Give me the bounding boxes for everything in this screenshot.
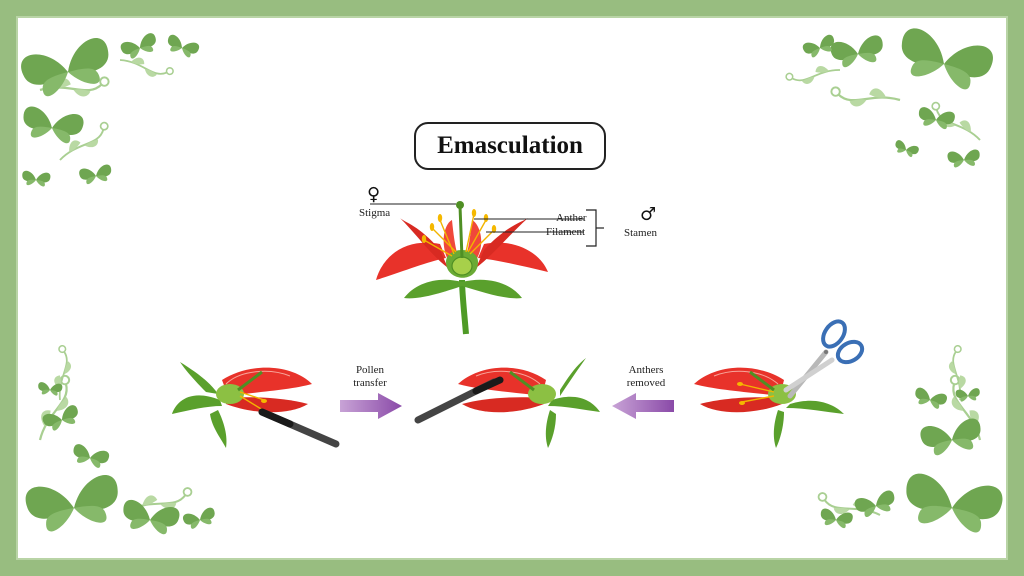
male-symbol-icon: ♂ bbox=[640, 204, 657, 225]
butterfly-icon bbox=[894, 25, 996, 95]
female-symbol-icon: ♀ bbox=[367, 184, 381, 205]
label-anthers-removed-line2: removed bbox=[626, 377, 666, 389]
butterfly-icon bbox=[23, 473, 124, 535]
label-stigma: Stigma bbox=[359, 207, 391, 219]
butterfly-icon bbox=[853, 489, 898, 520]
butterfly-icon bbox=[900, 471, 1005, 537]
slide-canvas bbox=[16, 16, 1008, 560]
corner-ornament-top-left bbox=[18, 31, 201, 188]
butterfly-icon bbox=[164, 33, 201, 60]
label-pollen-transfer-line2: transfer bbox=[353, 377, 387, 389]
butterfly-icon bbox=[18, 35, 116, 102]
flower-anatomy bbox=[370, 201, 604, 335]
butterfly-icon bbox=[37, 381, 63, 397]
title-box: Emasculation bbox=[414, 122, 606, 170]
butterfly-icon bbox=[20, 105, 85, 146]
corner-ornament-bottom-right bbox=[815, 344, 1005, 537]
flower-pollinated bbox=[172, 362, 340, 448]
butterfly-icon bbox=[912, 386, 949, 411]
butterfly-icon bbox=[119, 31, 160, 62]
butterfly-icon bbox=[892, 139, 920, 159]
label-pollen-transfer: Pollen transfer bbox=[340, 364, 400, 390]
label-anther: Anther bbox=[556, 212, 587, 224]
label-stamen: Stamen bbox=[624, 227, 657, 239]
butterfly-icon bbox=[181, 506, 218, 531]
butterfly-icon bbox=[955, 387, 981, 403]
butterfly-icon bbox=[78, 163, 114, 186]
butterfly-icon bbox=[919, 417, 984, 458]
butterfly-icon bbox=[829, 34, 886, 70]
label-anthers-removed: Anthers removed bbox=[614, 364, 678, 390]
butterfly-icon bbox=[947, 149, 981, 169]
label-anthers-removed-line1: Anthers bbox=[628, 364, 664, 376]
butterfly-icon bbox=[70, 442, 111, 470]
scissors-icon bbox=[783, 319, 865, 399]
arrow-left-icon bbox=[612, 393, 674, 419]
page-title: Emasculation bbox=[437, 132, 583, 159]
arrow-right-icon bbox=[340, 393, 402, 419]
butterfly-icon bbox=[21, 170, 51, 188]
corner-ornament-bottom-left bbox=[23, 344, 218, 537]
label-filament: Filament bbox=[546, 226, 586, 238]
flower-emasculated bbox=[694, 367, 844, 448]
label-pollen-transfer-line1: Pollen bbox=[355, 364, 385, 376]
corner-ornament-top-right bbox=[784, 25, 996, 169]
flower-brushed bbox=[414, 358, 600, 448]
